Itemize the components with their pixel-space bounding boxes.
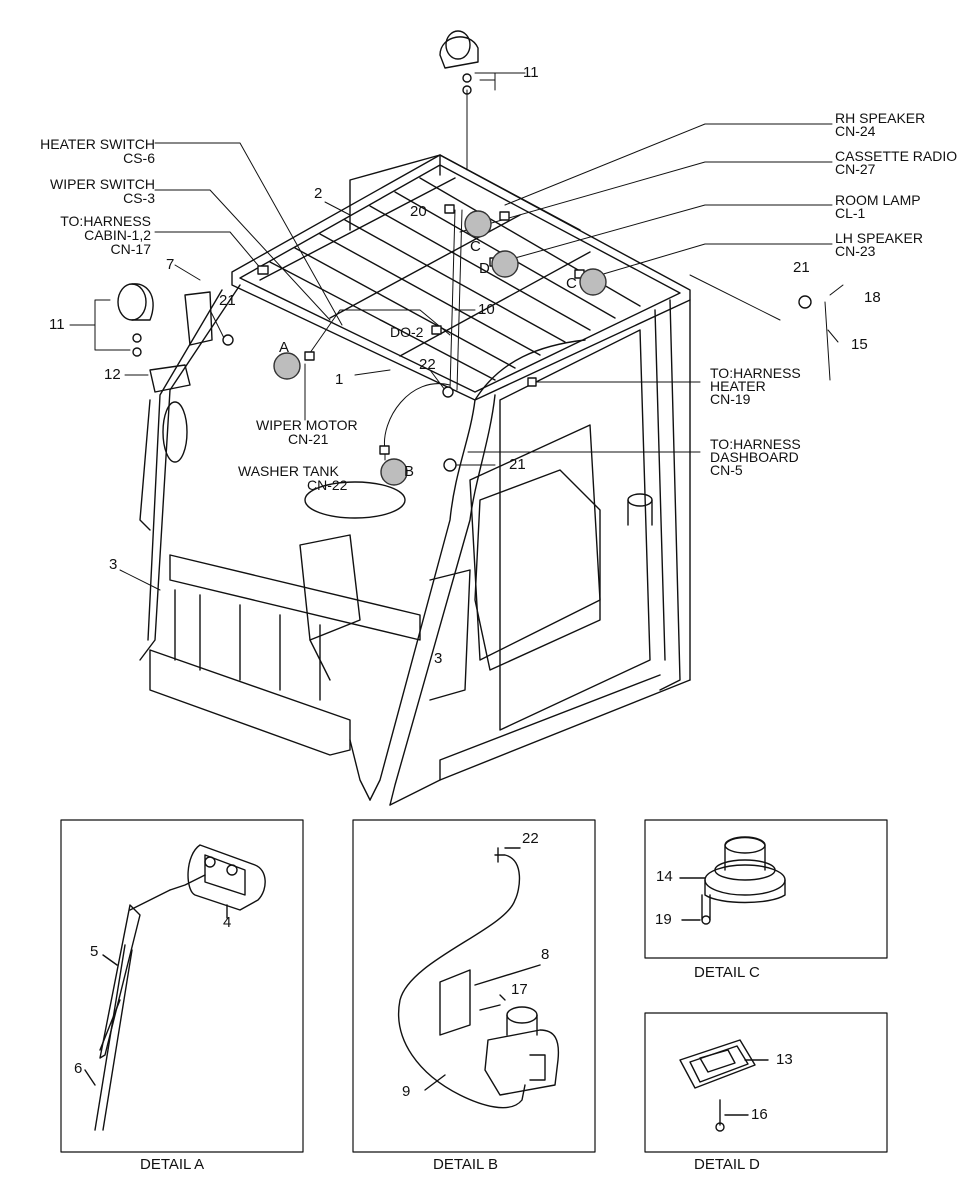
label-wiper-motor: WIPER MOTOR [256,417,358,433]
label-wiper-switch-code: CS-3 [123,190,155,206]
part-2: 2 [314,185,323,202]
callout-c2: C [566,275,577,292]
callout-b: B [404,463,415,480]
part-6: 6 [74,1060,83,1077]
detail-d-room-lamp [679,1039,769,1132]
relay-block [149,364,191,393]
label-heater-switch-code: CS-6 [123,150,155,166]
bracket [184,291,213,346]
detail-a-wiper [84,844,266,1131]
cab-frame [139,154,691,806]
part-13: 13 [776,1051,793,1068]
part-19: 19 [655,911,672,928]
part-15: 15 [851,336,868,353]
label-cassette-radio: CASSETTE RADIO [835,148,958,164]
callout-circle-d [491,250,519,278]
label-to-harness-dashboard-code: CN-5 [710,462,743,478]
callout-circle-a [273,352,301,380]
part-9: 9 [402,1083,411,1100]
label-washer-tank-code: CN-22 [307,477,348,493]
label-to-harness-dashboard-2: DASHBOARD [710,449,799,465]
label-room-lamp: ROOM LAMP [835,192,921,208]
part-11b: 11 [49,316,65,333]
part-12: 12 [104,366,121,383]
part-21a: 21 [219,292,236,309]
part-8: 8 [541,946,550,963]
part-4: 4 [223,914,232,931]
detail-b-washer [398,847,560,1109]
part-5: 5 [90,943,99,960]
label-wiper-motor-code: CN-21 [288,431,329,447]
detail-d-box [644,1012,888,1153]
detail-b-caption: DETAIL B [433,1156,499,1173]
label-lh-speaker-code: CN-23 [835,243,876,259]
label-cassette-radio-code: CN-27 [835,161,876,177]
work-lamp-left [117,283,154,357]
label-rh-speaker-code: CN-24 [835,123,876,139]
part-16: 16 [751,1106,768,1123]
label-to-harness-heater-code: CN-19 [710,391,751,407]
callout-d: D [479,260,490,277]
label-to-harness-cabin-2: CABIN-1,2 [84,227,151,243]
part-11a: 11 [523,64,539,81]
part-17: 17 [511,981,528,998]
label-heater-switch: HEATER SWITCH [40,136,155,152]
part-7: 7 [166,256,175,273]
part-20: 20 [410,203,427,220]
label-to-harness-cabin: TO:HARNESS [60,213,151,229]
part-21b: 21 [793,259,810,276]
part-3a: 3 [109,556,118,573]
label-do2: DO-2 [390,324,424,340]
label-to-harness-heater-2: HEATER [710,378,766,394]
callout-circle-c1 [464,210,492,238]
detail-d-caption: DETAIL D [694,1156,760,1173]
callout-circle-c2 [579,268,607,296]
part-22b: 22 [522,830,539,847]
part-14: 14 [656,868,673,885]
label-to-harness-cabin-code: CN-17 [110,241,151,257]
detail-c-box [644,819,888,959]
detail-c-caption: DETAIL C [694,964,760,981]
part-3b: 3 [434,650,443,667]
work-lamp-top [439,30,479,95]
part-22a: 22 [419,356,436,373]
part-18: 18 [864,289,881,306]
leader-lines [69,72,844,591]
label-rh-speaker: RH SPEAKER [835,110,926,126]
callout-c1: C [470,238,481,255]
label-to-harness-dashboard: TO:HARNESS [710,436,801,452]
callout-circle-b [380,458,408,486]
detail-b-box [352,819,596,1153]
detail-a-box [60,819,304,1153]
label-to-harness-heater: TO:HARNESS [710,365,801,381]
label-lh-speaker: LH SPEAKER [835,230,923,246]
part-10: 10 [478,301,495,318]
part-21c: 21 [509,456,526,473]
callout-a: A [279,339,290,356]
label-room-lamp-code: CL-1 [835,205,866,221]
label-wiper-switch: WIPER SWITCH [50,176,155,192]
part-1: 1 [335,371,344,388]
detail-a-caption: DETAIL A [140,1156,205,1173]
detail-c-speaker [679,836,786,925]
label-washer-tank: WASHER TANK [238,463,339,479]
